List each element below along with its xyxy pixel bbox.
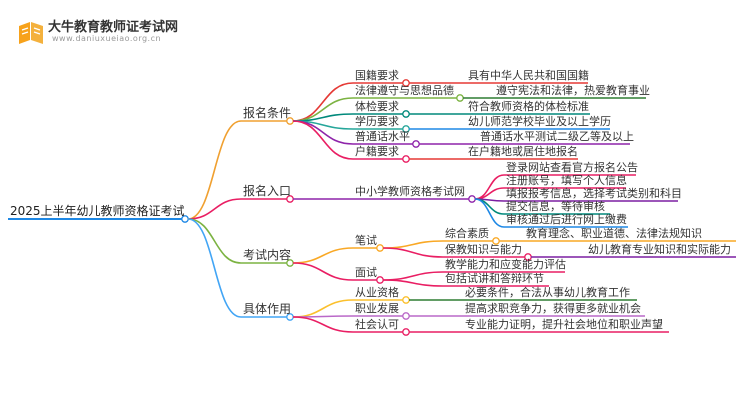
branch-1-topic-6: 户籍要求 [355, 145, 399, 158]
link-topic-item-2-1-5 [474, 198, 505, 228]
detail-1-2: 幼儿教育专业知识和实际能力 [588, 243, 731, 256]
branch-4: 具体作用 [243, 302, 292, 316]
branch-1-topic-2-knob[interactable] [456, 94, 464, 102]
branch-1-topic-3-item-1: 符合教师资格的体检标准 [468, 100, 589, 113]
branch-1-topic-5-item-1: 普通话水平测试二级乙等及以上 [480, 130, 634, 143]
branch-3-topic-1: 笔试 [355, 234, 377, 247]
site-url: www.daniuxueiao.org.cn [52, 34, 162, 43]
branch-1-topic-5: 普通话水平 [355, 130, 410, 143]
branch-2: 报名入口 [243, 184, 292, 198]
branch-1-topic-3-knob[interactable] [402, 110, 410, 118]
branch-4-topic-1: 从业资格 [355, 286, 399, 299]
branch-3-topic-2: 面试 [355, 266, 377, 279]
branch-1-topic-3: 体检要求 [355, 100, 399, 113]
link-root-branch-2 [187, 198, 242, 220]
branch-4-topic-1-item-1: 必要条件，合法从事幼儿教育工作 [465, 286, 630, 299]
link-branch-4-topic-1 [292, 299, 354, 318]
branch-1-topic-1: 国籍要求 [355, 69, 399, 82]
link-branch-3-topic-1 [292, 247, 354, 264]
link-root-branch-4 [187, 218, 242, 318]
branch-3: 考试内容 [243, 248, 292, 262]
branch-4-topic-1-knob[interactable] [402, 296, 410, 304]
branch-3-topic-1-knob[interactable] [376, 244, 384, 252]
branch-4-topic-3-item-1: 专业能力证明，提升社会地位和职业声望 [465, 318, 663, 331]
branch-4-topic-2: 职业发展 [355, 302, 399, 315]
branch-1-topic-5-knob[interactable] [412, 140, 420, 148]
link-root-branch-3 [187, 218, 242, 264]
link-branch-4-topic-3 [292, 316, 354, 333]
branch-3-topic-2-item-1: 教学能力和应变能力评估 [445, 258, 566, 271]
branch-1-topic-6-item-1: 在户籍地或居住地报名 [468, 145, 578, 158]
branch-1-topic-4: 学历要求 [355, 115, 399, 128]
link-branch-1-topic-6 [292, 120, 354, 160]
branch-2-topic-1-item-3: 填报报考信息，选择考试类别和科目 [506, 187, 682, 200]
branch-4-topic-3: 社会认可 [355, 318, 399, 331]
branch-1-topic-4-item-1: 幼儿师范学校毕业及以上学历 [468, 115, 611, 128]
branch-1-topic-6-knob[interactable] [402, 155, 410, 163]
branch-3-topic-2-item-2: 包括试讲和答辩环节 [445, 272, 544, 285]
detail-1-1: 教育理念、职业道德、法律法规知识 [526, 227, 702, 240]
link-topic-item-2-1-1 [474, 174, 505, 200]
branch-1: 报名条件 [243, 106, 292, 120]
branch-4-topic-2-item-1: 提高求职竞争力，获得更多就业机会 [465, 302, 641, 315]
link-topic-item-3-2-1 [382, 271, 444, 281]
link-root-branch-1 [187, 120, 242, 220]
branch-4-topic-2-knob[interactable] [402, 312, 410, 320]
branch-2-topic-1-item-4: 提交信息，等待审核 [506, 200, 605, 213]
book-logo-icon [19, 22, 43, 44]
site-name: 大牛教育教师证考试网 [48, 20, 179, 35]
branch-3-topic-2-knob[interactable] [376, 276, 384, 284]
branch-3-topic-1-item-2: 保教知识与能力 [445, 243, 522, 256]
branch-2-topic-1-knob[interactable] [468, 195, 476, 203]
branch-1-topic-2-item-1: 遵守宪法和法律，热爱教育事业 [496, 84, 650, 97]
link-branch-1-topic-1 [292, 82, 354, 122]
link-branch-1-topic-3 [292, 113, 354, 122]
branch-1-topic-1-item-1: 具有中华人民共和国国籍 [468, 69, 589, 82]
link-topic-item-3-2-2 [382, 279, 444, 287]
branch-1-topic-2: 法律遵守与思想品德 [355, 84, 454, 97]
branch-2-topic-1-item-5: 审核通过后进行网上缴费 [506, 213, 627, 226]
branch-2-topic-1: 中小学教师资格考试网 [355, 185, 465, 198]
branch-2-topic-1-item-2: 注册账号，填写个人信息 [506, 174, 627, 187]
branch-3-topic-1-item-1: 综合素质 [445, 227, 489, 240]
link-branch-3-topic-2 [292, 262, 354, 281]
link-topic-item-3-1-2 [382, 247, 444, 258]
root-topic: 2025上半年幼儿教师资格证考试 [10, 204, 185, 218]
branch-4-topic-3-knob[interactable] [402, 328, 410, 336]
branch-2-topic-1-item-1: 登录网站查看官方报名公告 [506, 161, 638, 174]
link-topic-item-3-1-1 [382, 240, 444, 249]
